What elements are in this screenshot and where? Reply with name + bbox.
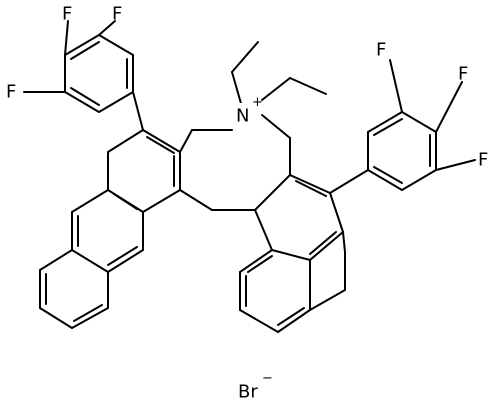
ethyl-groups — [231, 41, 327, 108]
right-naphthalene — [239, 174, 346, 333]
bonds — [23, 20, 476, 333]
right-aryl-ring — [367, 59, 476, 191]
left-aryl-ring — [23, 20, 134, 113]
bromide-label: Br — [238, 382, 258, 403]
fluorine-label: F — [62, 4, 72, 25]
fluorine-label: F — [458, 64, 468, 85]
nitrogen-label: N — [236, 106, 249, 127]
fluorine-label: F — [112, 4, 122, 25]
azepine-ring — [179, 114, 291, 211]
bromide-charge: − — [262, 371, 273, 386]
fluorine-label: F — [376, 40, 386, 61]
atom-labels: F F F N + F F F Br − — [6, 4, 488, 403]
nitrogen-charge: + — [252, 95, 263, 110]
fluorine-label: F — [478, 150, 488, 171]
fluorine-label: F — [6, 82, 16, 103]
left-naphthalene — [39, 129, 181, 329]
